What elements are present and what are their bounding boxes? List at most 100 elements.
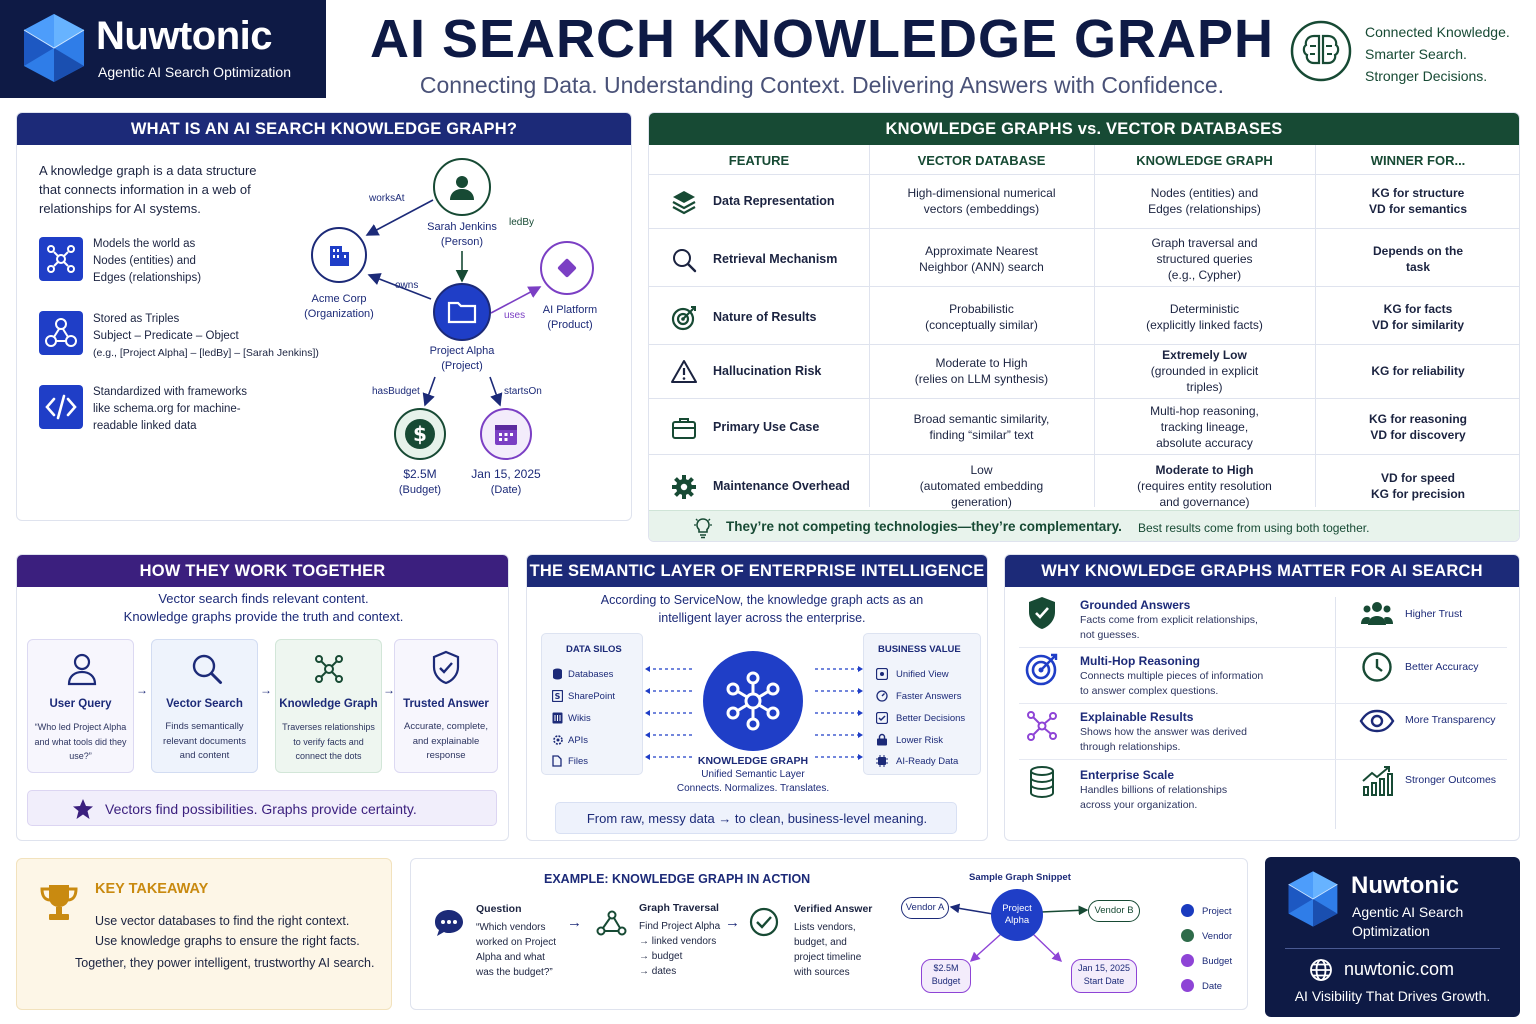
col-divider-2 (1094, 145, 1095, 507)
folder-icon (447, 301, 477, 324)
header-winner: WINNER FOR... (1370, 153, 1466, 168)
snippet-budget-node: $2.5M Budget (921, 959, 971, 993)
data-silos-box: DATA SILOS Databases S SharePoint Wikis … (541, 633, 643, 775)
vd-cell-line: (relies on LLM synthesis) (914, 372, 1049, 386)
takeaway-title: KEY TAKEAWAY (95, 881, 209, 897)
header-knowledge-graph: KNOWLEDGE GRAPH (1136, 153, 1273, 168)
clock-icon (1362, 652, 1392, 682)
benefit-higher-trust: Higher Trust (1405, 608, 1463, 620)
hub-network-icon (726, 671, 780, 731)
win-cell-line: KG for structure (1371, 186, 1465, 200)
kg-cell-line: triples) (1186, 380, 1223, 394)
traversal-line-2: → linked vendors (639, 936, 717, 947)
edge-ledby-label: ledBy (509, 217, 535, 228)
kg-cell-line: Multi-hop reasoning, (1150, 404, 1259, 418)
win-cell-line: KG for precision (1370, 487, 1465, 501)
arrow-2: → (260, 683, 272, 697)
graph-icon (315, 655, 343, 683)
snippet-date-label: Start Date (1083, 976, 1125, 986)
gear-icon (672, 475, 696, 499)
vd-cell-line: generation) (951, 495, 1012, 509)
data-silos-title: DATA SILOS (566, 644, 622, 655)
point-1-line-3: Edges (relationships) (93, 272, 202, 284)
kg-cell-line: absolute accuracy (1156, 436, 1253, 450)
legend-dot-vendor (1181, 929, 1194, 942)
person-node (433, 158, 491, 216)
vd-cell-line: (automated embedding (919, 479, 1044, 493)
vd-cell-line: Neighbor (ANN) search (919, 260, 1044, 274)
step-trusted-answer: Trusted Answer Accurate, complete,and ex… (394, 639, 498, 773)
value-unified-view: Unified View (896, 669, 949, 680)
point-1-line-2: Nodes (entities) and (93, 255, 196, 267)
target-icon (671, 306, 696, 331)
kg-cell-line: Graph traversal and (1151, 236, 1258, 250)
vendor-a-node: Vendor A (901, 897, 949, 919)
why-3-desc-1: Shows how the answer was derived (1080, 726, 1247, 738)
vd-cell-line: Moderate to High (935, 356, 1028, 370)
kg-cell-line: Nodes (entities) and (1150, 186, 1259, 200)
why-2-desc-2: to answer complex questions. (1080, 685, 1219, 697)
traversal-line-3: → budget (639, 951, 683, 962)
point-3-line-3: readable linked data (93, 420, 197, 432)
question-line-2: worked on Project (476, 937, 557, 948)
point-2-line-3: (e.g., [Project Alpha] – [ledBy] – [Sara… (93, 347, 319, 359)
vd-cell-line: Probabilistic (949, 302, 1014, 316)
svg-text:$: $ (413, 422, 427, 446)
footer-brand-name: Nuwtonic (1351, 872, 1459, 899)
benefit-more-transparency: More Transparency (1405, 714, 1496, 726)
date-value: Jan 15, 2025 (471, 467, 541, 481)
arrow-1: → (136, 683, 148, 697)
motto-line-2: Smarter Search. (1365, 46, 1467, 62)
footer-url[interactable]: nuwtonic.com (1344, 959, 1455, 979)
hub-name: KNOWLEDGE GRAPH (697, 755, 809, 767)
semantic-title: THE SEMANTIC LAYER OF ENTERPRISE INTELLI… (527, 555, 987, 587)
vendor-a-label: Vendor A (905, 902, 945, 913)
arrow-3: → (383, 683, 395, 697)
win-cell-line: KG for facts (1383, 302, 1453, 316)
kg-cell-line: (e.g., Cypher) (1167, 268, 1242, 282)
answer-title: Verified Answer (794, 903, 873, 915)
legend-dot-budget (1181, 954, 1194, 967)
snippet-title: Sample Graph Snippet (969, 872, 1071, 883)
legend-budget: Budget (1202, 956, 1233, 967)
legend-vendor: Vendor (1202, 931, 1233, 942)
win-cell-line: VD for discovery (1370, 428, 1466, 442)
vendor-b-node: Vendor B (1088, 900, 1140, 922)
triple-icon (39, 311, 83, 355)
brand-header-box: Nuwtonic Agentic AI Search Optimization (0, 0, 326, 98)
question-title: Question (476, 903, 522, 915)
organization-type: (Organization) (304, 308, 374, 320)
edge-owns-label: owns (395, 280, 419, 291)
vd-cell-line: vectors (embeddings) (923, 202, 1040, 216)
silo-wikis: Wikis (568, 713, 591, 724)
shield-check-icon (432, 650, 460, 685)
diamond-icon (557, 258, 577, 278)
motto-line-3: Stronger Decisions. (1365, 68, 1488, 84)
intro-line-1: A knowledge graph is a data structure (39, 163, 257, 178)
kg-cell-line: tracking lineage, (1160, 420, 1249, 434)
kg-cell-line: (grounded in explicit (1150, 364, 1259, 378)
building-icon (330, 246, 349, 266)
knowledge-graph-hub (703, 651, 803, 751)
takeaway-panel: KEY TAKEAWAY Use vector databases to fin… (16, 858, 392, 1010)
together-panel: HOW THEY WORK TOGETHER Vector search fin… (16, 554, 509, 841)
chat-bubble-icon (435, 910, 463, 936)
kg-cell-line: (explicitly linked facts) (1146, 318, 1263, 332)
edge-startson-label: startsOn (504, 386, 542, 397)
speed-icon (876, 690, 888, 702)
target-icon (1025, 653, 1058, 686)
footer-brand-tag-2: Optimization (1352, 923, 1430, 939)
intro-line-2: that connects information in a web of (39, 182, 251, 197)
value-lower-risk: Lower Risk (896, 735, 943, 746)
organization-name: Acme Corp (311, 293, 367, 305)
legend-project: Project (1202, 906, 1232, 917)
step-2-name: Vector Search (166, 698, 243, 710)
footer-brand-box: Nuwtonic Agentic AI Search Optimization … (1265, 857, 1520, 1017)
date-type: (Date) (490, 484, 522, 496)
flow-arrow-1: → (567, 914, 582, 931)
traversal-title: Graph Traversal (639, 902, 719, 914)
